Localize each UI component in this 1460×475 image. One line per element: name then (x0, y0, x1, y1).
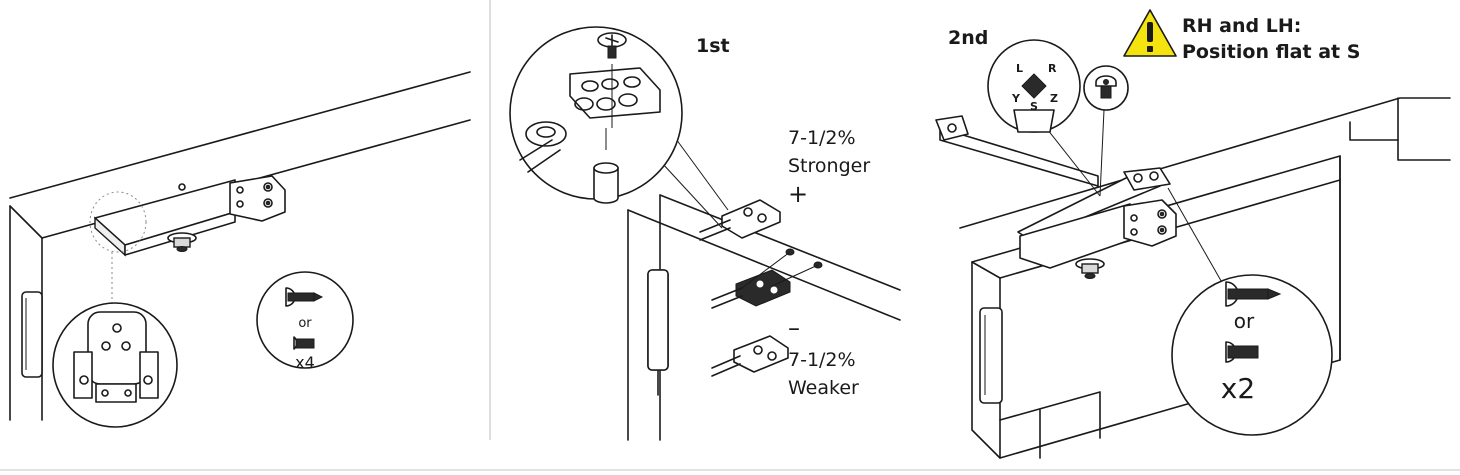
bracket-upper (699, 199, 781, 241)
screw-small-callout-right (1083, 65, 1129, 111)
screw-or-label-right: or (1234, 309, 1255, 333)
screw-count-right: x2 (1221, 372, 1255, 405)
screw-callout-left: or x4 (256, 271, 354, 372)
dial-callout-right: L R S Y Z (987, 39, 1081, 133)
machine-screw-icon-right (1225, 341, 1259, 363)
dial-letter-r: R (1048, 62, 1057, 75)
dial-letter-s: S (1030, 100, 1038, 113)
detail-callout-mid (509, 26, 729, 229)
stronger-pct-label: 7-1/2% (788, 127, 856, 149)
weaker-word-label: Weaker (788, 377, 859, 399)
dial-letter-z: Z (1050, 92, 1058, 105)
self-drilling-screw-icon (285, 287, 324, 307)
door-frame-left (9, 71, 471, 421)
warning-triangle-icon (1123, 9, 1177, 57)
bracket-middle (711, 251, 819, 309)
screw-count-left: x4 (295, 353, 315, 372)
panel-left: or x4 (9, 71, 471, 428)
step-2nd-label: 2nd (948, 27, 988, 49)
minus-sign: – (788, 314, 800, 342)
weaker-pct-label: 7-1/2% (788, 349, 856, 371)
hinge-mid (647, 269, 669, 371)
machine-screw-icon (293, 336, 315, 350)
stronger-word-label: Stronger (788, 155, 870, 177)
warning-line-2: Position flat at S (1182, 41, 1360, 63)
self-drilling-screw-icon-right (1225, 281, 1282, 307)
screw-top-icon (597, 32, 627, 59)
plus-sign: + (788, 180, 808, 208)
panel-right: L R S Y Z 2nd RH and LH: Position flat a… (935, 9, 1451, 459)
warning-line-1: RH and LH: (1182, 15, 1301, 37)
closer-body-left (94, 175, 286, 257)
detail-callout-left (52, 191, 178, 428)
bracket-lower (711, 335, 789, 377)
panel-mid: 1st 7-1/2% Stronger + – 7-1/2% Weaker (509, 26, 901, 441)
adjust-bracket-icon (569, 64, 661, 128)
dial-letter-l: L (1016, 62, 1023, 75)
dial-letter-y: Y (1011, 92, 1021, 105)
step-1st-label: 1st (696, 35, 730, 57)
arm-right (935, 115, 1171, 241)
closer-body-right (1019, 199, 1177, 279)
screw-or-label-left: or (298, 316, 312, 331)
screw-callout-right: or x2 (1171, 274, 1333, 436)
hex-screw-icon (1095, 75, 1117, 99)
arm-end-icon (519, 121, 567, 173)
pivot-pin-icon (593, 128, 619, 204)
